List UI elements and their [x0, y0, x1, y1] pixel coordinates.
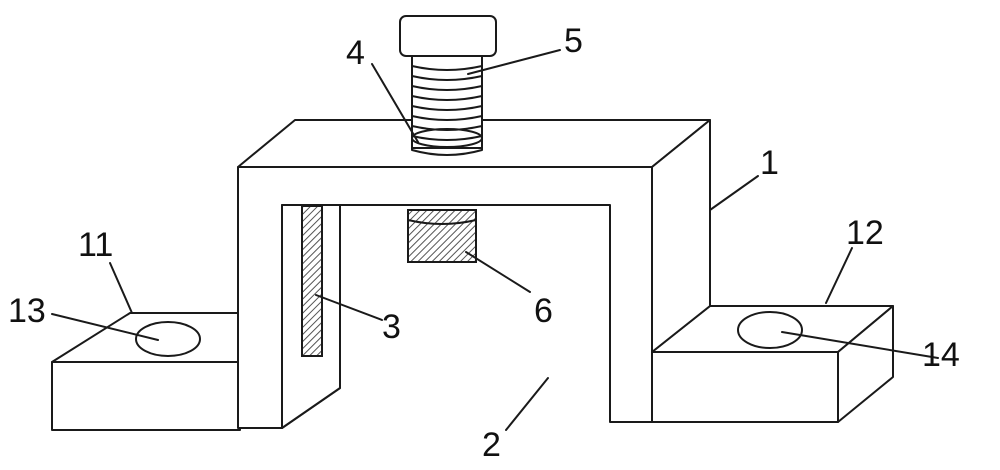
label-11: 11	[78, 226, 113, 264]
label-13: 13	[8, 292, 46, 330]
leader-4	[371, 63, 419, 143]
leader-lines	[51, 49, 939, 431]
leader-1	[709, 175, 759, 211]
leader-13	[51, 313, 159, 341]
label-6: 6	[534, 292, 553, 330]
right-foot	[651, 305, 894, 423]
right-hole	[737, 311, 803, 349]
side-strip	[301, 205, 323, 357]
pressure-pad	[407, 209, 477, 263]
leader-5	[467, 49, 561, 75]
label-2: 2	[482, 426, 501, 464]
label-3: 3	[382, 308, 401, 346]
threaded-hole	[411, 128, 483, 156]
leader-6	[465, 251, 531, 293]
leader-3	[315, 294, 383, 321]
leader-12	[825, 247, 853, 304]
label-12: 12	[846, 214, 884, 252]
label-1: 1	[760, 144, 779, 182]
leader-2	[505, 377, 549, 431]
left-foot	[51, 312, 241, 431]
label-14: 14	[922, 336, 960, 374]
label-4: 4	[346, 34, 365, 72]
clamp-body	[237, 119, 711, 429]
label-5: 5	[564, 22, 583, 60]
bolt	[399, 15, 497, 156]
bolt-threads	[411, 65, 483, 141]
left-hole	[135, 321, 201, 357]
leader-11	[109, 262, 133, 314]
part-labels: 1 2 3 4 5 6 11 12 13 14	[8, 22, 960, 464]
leader-14	[781, 331, 939, 359]
